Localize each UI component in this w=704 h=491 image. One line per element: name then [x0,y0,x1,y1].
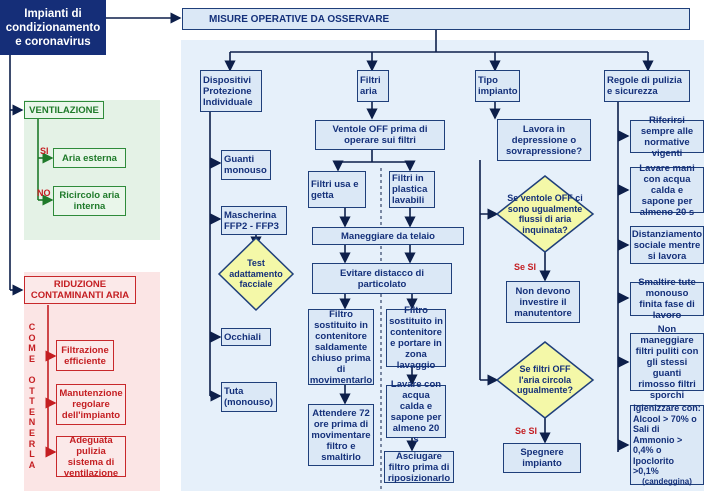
asciugare-box: Asciugare filtro prima di riposizionarlo [384,451,454,484]
se-si-label-1: Se SI [514,262,537,272]
filtrazione-box: Filtrazione efficiente [56,340,114,371]
se-si-label-2: Se SI [515,426,538,436]
distanziamento-box: Distanziamento sociale mentre si lavora [630,226,704,264]
smaltire-tute-box: Smaltire tute monouso finita fase di lav… [630,277,704,321]
occhiali-box: Occhiali [221,328,271,346]
ventilazione-region [24,100,160,240]
tuta-box: Tuta (monouso) [221,382,277,412]
side-letter: L [29,449,35,460]
side-letter: O [28,332,36,343]
regole-title: Regole di pulizia e sicurezza [604,70,690,102]
side-letter: R [28,438,36,449]
maneggiare-box: Maneggiare da telaio [312,227,464,245]
side-letter: E [28,427,35,438]
side-letter: E [28,353,35,364]
misure-operative-box: MISURE OPERATIVE DA OSSERVARE [182,8,690,30]
test-adattamento-text: Test adattamento facciale [229,258,283,290]
sali-text: Sali di Ammonio > 0,4% o [633,424,683,455]
filtri-off-diamond-text: Se filtri OFF l'aria circola ugualmente? [516,364,573,396]
filtro-chiuso-box: Filtro sostituito in contenitore saldame… [308,308,374,386]
filtri-off-diamond [495,341,595,419]
ventilazione-title: VENTILAZIONE [24,101,104,119]
mascherina-box: Mascherina FFP2 - FFP3 [221,206,287,235]
alcool-text: Alcool > 70% o [633,413,697,424]
riduzione-title: RIDUZIONE CONTAMINANTI ARIA [24,276,136,304]
side-letter: O [28,374,36,385]
ventole-off-box: Ventole OFF prima di operare sui filtri [315,120,445,150]
side-letter [26,364,38,375]
manutenzione-box: Manutenzione regolare dell'impianto [56,384,126,425]
candeggina-text: (candeggina) [642,476,692,486]
dpi-title: Dispositivi Protezione Individuale [200,70,262,112]
side-letter: E [28,406,35,417]
usa-getta-box: Filtri usa e getta [308,171,366,208]
si-label: SI [40,146,49,156]
main-title-box: Impianti di condizionamento e coronaviru… [0,0,106,55]
attendere-box: Attendere 72 ore prima di movimentare fi… [308,404,374,466]
side-letter: T [29,385,35,396]
non-devono-box: Non devono investire il manutentore [506,281,580,323]
aria-esterna-box: Aria esterna [53,148,126,168]
no-label: NO [37,188,51,198]
lavare-mani-box: Lavare mani con acqua calda e sapone per… [630,163,704,218]
spegnere-box: Spegnere impianto [503,443,581,473]
filtri-title: Filtri aria [357,70,389,102]
non-maneggiare-box: Non maneggiare filtri puliti con gli ste… [630,324,704,401]
pulizia-box: Adeguata pulizia sistema di ventilazione [56,435,126,479]
ricircolo-box: Ricircolo aria interna [53,186,126,216]
igienizzare-heading: Igienizzare con: [633,403,701,413]
main-title: Impianti di condizionamento e coronaviru… [5,7,101,48]
side-letter: M [28,343,36,354]
lavora-box: Lavora in depressione o sovrapressione? [497,119,591,161]
ventole-off-diamond [495,175,595,253]
lavabili-box: Filtri in plastica lavabili [389,171,435,208]
filtro-lavaggio-box: Filtro sostituito in contenitore e porta… [386,305,446,371]
ventole-off-diamond-text: Se ventole OFF ci sono ugualmente flussi… [507,193,583,235]
riferirsi-box: Riferirsi sempre alle normative vigenti [630,115,704,159]
guanti-box: Guanti monouso [221,150,271,180]
lavare-filtro-box: Lavare con acqua calda e sapone per alme… [386,379,446,445]
tipo-title: Tipo impianto [475,70,520,102]
ipoclorito-text: Ipoclorito >0,1% [633,455,674,477]
side-letter: C [28,322,36,332]
evitare-box: Evitare distacco di particolato [312,263,452,294]
side-letter: T [29,396,35,407]
igienizzare-box: Igienizzare con: Alcool > 70% o Sali di … [630,403,704,486]
side-letter: N [28,417,36,428]
side-letter: A [28,459,36,470]
test-adattamento-diamond [217,236,295,312]
